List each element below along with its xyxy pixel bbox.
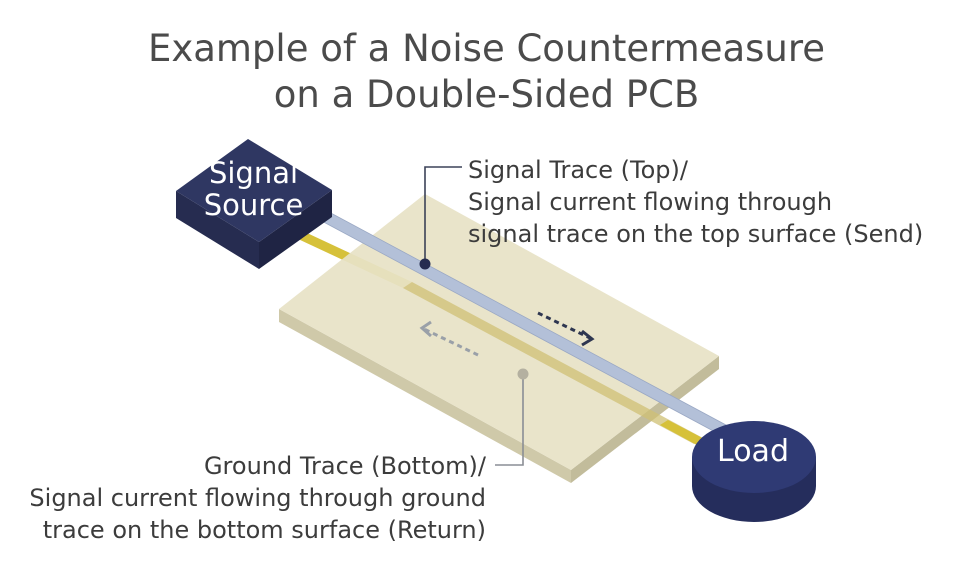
signal-trace-leader	[419, 166, 462, 270]
ground-trace-label-line-1: Ground Trace (Bottom)/	[203, 452, 486, 480]
signal-source-label: Signal Source	[196, 157, 311, 221]
signal-source-box-right	[259, 190, 332, 269]
pcb-board-side-left	[279, 309, 571, 483]
signal-source-box-front	[176, 191, 259, 269]
return-current-arrow	[419, 320, 479, 357]
load-cylinder	[692, 421, 816, 522]
pcb-board-side-right	[571, 356, 719, 483]
load-cylinder-top	[692, 421, 816, 493]
ground-trace-label: Ground Trace (Bottom)/ Signal current fl…	[0, 450, 486, 546]
signal-source-box-top	[176, 139, 332, 242]
signal-trace-label: Signal Trace (Top)/ Signal current flowi…	[468, 154, 923, 250]
signal-trace-label-line-1: Signal Trace (Top)/	[468, 156, 688, 184]
signal-trace-label-line-3: signal trace on the top surface (Send)	[468, 220, 924, 248]
ground-trace-under-board	[403, 282, 703, 444]
signal-source-label-line-1: Signal	[208, 156, 299, 190]
load-label: Load	[717, 434, 789, 469]
title-line-2: on a Double-Sided PCB	[273, 73, 700, 116]
ground-trace-label-line-2: Signal current flowing through ground	[29, 484, 486, 512]
signal-source-box	[176, 139, 332, 269]
signal-trace-label-line-2: Signal current flowing through	[468, 188, 833, 216]
signal-source-label-line-2: Source	[203, 188, 304, 222]
send-current-arrow	[537, 311, 595, 347]
ground-trace-leader	[495, 368, 529, 466]
diagram-title: Example of a Noise Countermeasure on a D…	[0, 26, 973, 118]
ground-trace-label-line-3: trace on the bottom surface (Return)	[42, 516, 486, 544]
title-line-1: Example of a Noise Countermeasure	[147, 27, 826, 70]
